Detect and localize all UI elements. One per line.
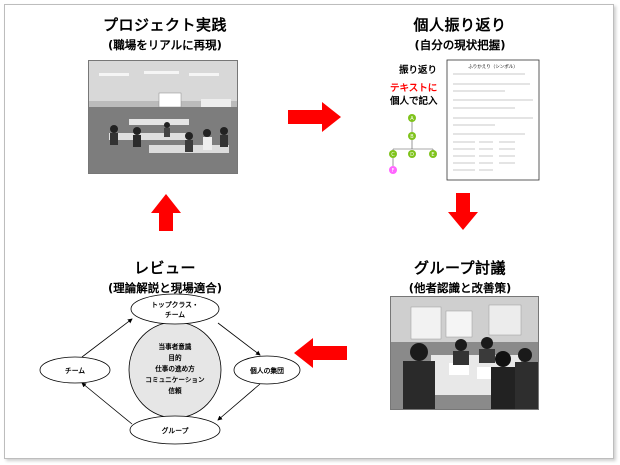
arrow-down	[448, 193, 478, 230]
reflection-title: 個人振り返り	[413, 16, 507, 34]
arrow-group-to-team	[81, 382, 133, 425]
center-line-1: 当事者意識	[159, 342, 192, 351]
arrow-individual-to-group	[217, 383, 261, 421]
arrow-up	[151, 194, 181, 231]
worksheet-paper	[446, 59, 540, 181]
arrow-left	[294, 338, 347, 368]
team-node	[39, 356, 111, 384]
reflection-subtitle: (自分の現状把握)	[414, 38, 506, 52]
svg-text:E: E	[431, 152, 434, 158]
reflection-title-block: 個人振り返り (自分の現状把握)	[380, 14, 540, 53]
arrow-team-to-top	[81, 318, 133, 358]
review-title-block: レビュー (理論解説と現場適合)	[85, 257, 245, 296]
individual-node	[233, 355, 301, 385]
classroom-photo	[88, 60, 238, 174]
worksheet-lines	[453, 73, 533, 171]
top-team-line-1: トップクラス・	[151, 300, 198, 309]
arrow-right	[288, 102, 341, 132]
worksheet-left-title: 振り返り	[399, 64, 437, 76]
svg-text:F: F	[392, 168, 395, 174]
project-title-block: プロジェクト実践 (職場をリアルに再現)	[85, 14, 245, 53]
svg-text:D: D	[410, 152, 414, 158]
svg-text:C: C	[391, 152, 395, 158]
worksheet-black-text: 個人で記入	[389, 95, 438, 107]
top-team-node	[130, 293, 220, 325]
group-title-block: グループ討議 (他者認識と改善策)	[380, 257, 540, 296]
group-node	[129, 415, 221, 445]
center-line-3: 仕事の進め方	[154, 364, 195, 373]
review-title: レビュー	[133, 259, 196, 277]
org-tree-lines	[392, 120, 434, 166]
review-subtitle: (理論解説と現場適合)	[107, 281, 222, 295]
tree-node-e	[429, 150, 437, 158]
tree-node-c	[408, 150, 416, 158]
team-node-label: チーム	[65, 367, 85, 375]
tree-node-f	[389, 166, 397, 174]
project-title: プロジェクト実践	[102, 16, 227, 34]
worksheet-sheet-header: ふりかえり（シンポル）	[468, 63, 518, 70]
group-subtitle: (他者認識と改善策)	[408, 281, 512, 295]
diagram-arrows	[81, 318, 261, 425]
tree-node-b	[408, 132, 416, 140]
tree-node-d	[389, 150, 397, 158]
svg-text:A: A	[410, 116, 414, 122]
svg-text:B: B	[410, 134, 414, 140]
group-discussion-photo	[390, 296, 539, 410]
tree-node-a	[408, 114, 416, 122]
center-line-4: コミュニケーション	[145, 376, 205, 384]
team-model-diagram: 当事者意識 目的 仕事の進め方 コミュニケーション 信頼 トップクラス・ チーム…	[30, 290, 320, 450]
group-title: グループ討議	[413, 259, 507, 277]
center-line-2: 目的	[168, 353, 182, 362]
group-node-label: グループ	[162, 426, 189, 435]
center-line-5: 信頼	[168, 386, 182, 395]
arrow-top-to-individual	[217, 322, 261, 356]
worksheet-red-text: テキストに	[390, 83, 437, 94]
top-team-line-2: チーム	[165, 311, 185, 319]
individual-node-label: 個人の集団	[249, 366, 284, 375]
center-text: 当事者意識 目的 仕事の進め方 コミュニケーション 信頼	[145, 342, 205, 395]
project-subtitle: (職場をリアルに再現)	[108, 38, 222, 52]
org-tree-nodes: A B C D E F	[389, 114, 437, 174]
worksheet-illustration: 振り返り テキストに 個人で記入 A B C D E F ふりかえり（シンポル）	[375, 58, 545, 183]
